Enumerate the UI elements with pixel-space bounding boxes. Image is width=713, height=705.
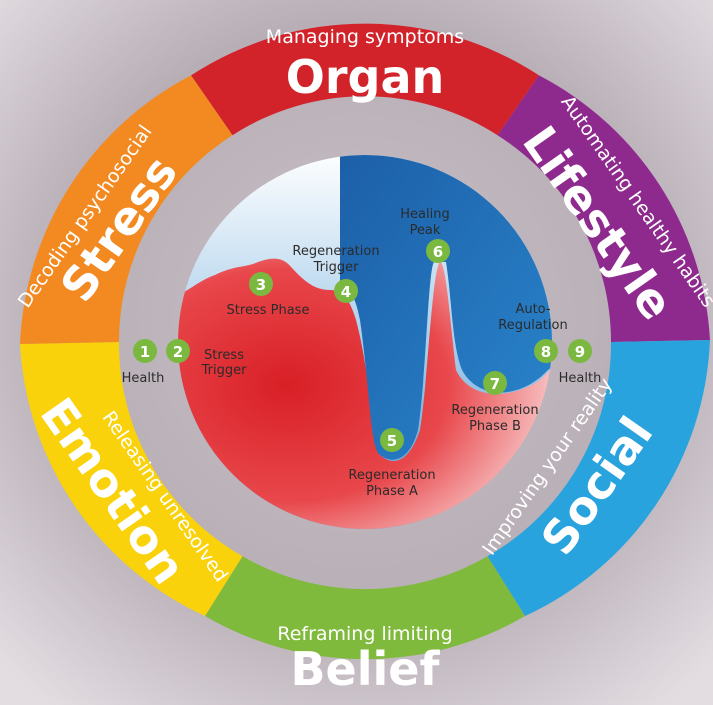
- step-4-label-line1: Regeneration: [292, 244, 379, 259]
- step-2-label-line2: Trigger: [201, 363, 247, 378]
- step-9-label: Health: [559, 371, 602, 386]
- step-6-label-line2: Peak: [410, 223, 441, 238]
- step-6-number: 6: [433, 243, 443, 261]
- step-1-number: 1: [140, 343, 150, 361]
- step-2-number: 2: [173, 343, 183, 361]
- step-7-label-line2: Phase B: [469, 419, 521, 434]
- step-3-number: 3: [256, 276, 266, 294]
- step-5-label-line1: Regeneration: [348, 468, 435, 483]
- step-5-label-line2: Phase A: [366, 484, 418, 499]
- belief-title: Belief: [290, 642, 440, 696]
- step-3-label: Stress Phase: [227, 303, 310, 318]
- step-7-label-line1: Regeneration: [451, 403, 538, 418]
- step-5-number: 5: [387, 432, 397, 450]
- step-8-number: 8: [541, 343, 551, 361]
- step-4-number: 4: [341, 283, 351, 301]
- step-4-label-line2: Trigger: [313, 260, 359, 275]
- step-2-label-line1: Stress: [204, 348, 244, 363]
- step-1-label: Health: [122, 371, 165, 386]
- organ-subtitle: Managing symptoms: [266, 26, 464, 48]
- step-9-number: 9: [575, 343, 585, 361]
- step-7-number: 7: [490, 375, 500, 393]
- step-6-label-line1: Healing: [400, 207, 449, 222]
- organ-title: Organ: [286, 50, 445, 104]
- step-8-label-line1: Auto-: [515, 302, 550, 317]
- step-8-label-line2: Regulation: [498, 318, 567, 333]
